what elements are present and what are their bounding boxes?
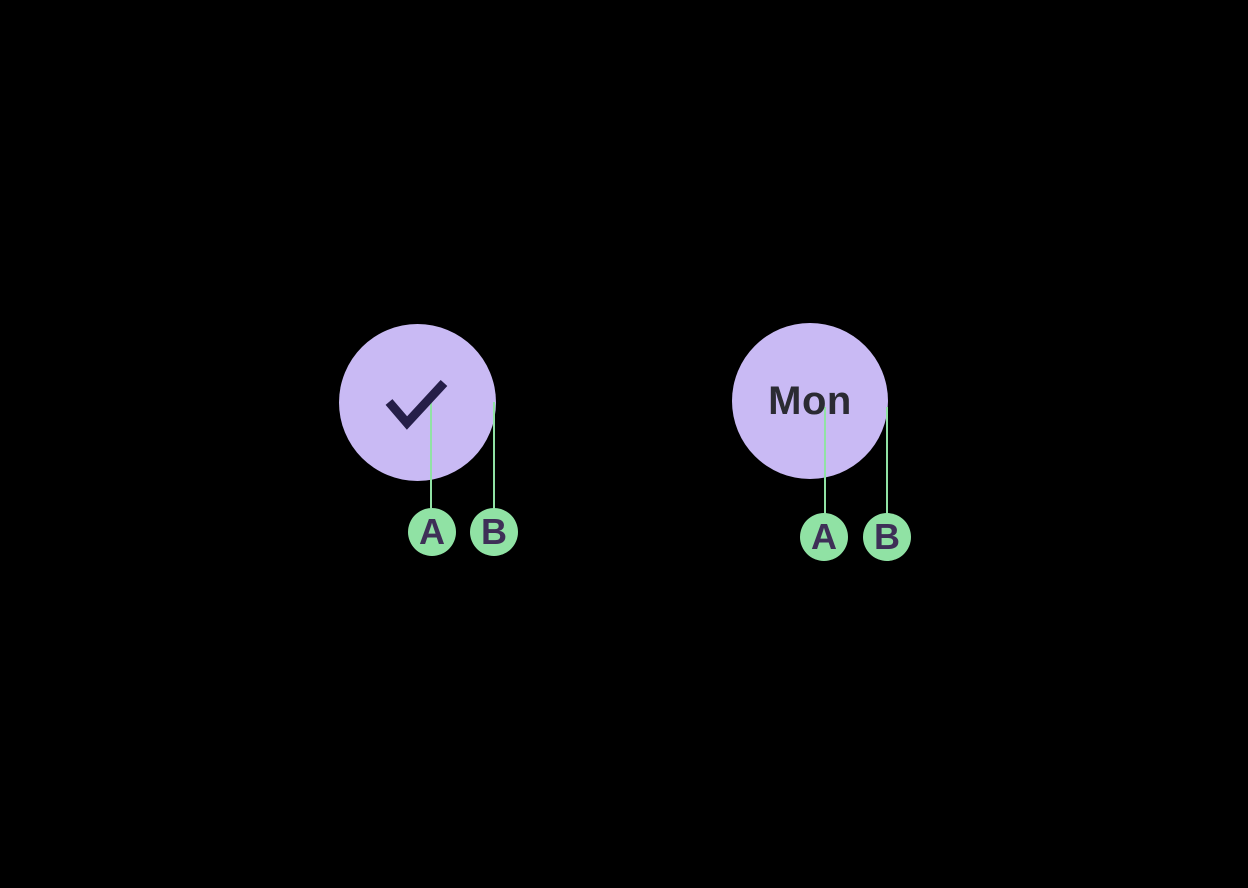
node-mon-label: Mon (768, 379, 852, 423)
node-mon[interactable]: Mon (732, 323, 888, 479)
connector-line-mon-b (886, 407, 888, 538)
port-b[interactable]: B (863, 513, 911, 561)
port-b-label: B (874, 516, 900, 557)
checkmark-icon (385, 379, 448, 430)
connector-line-check-b (493, 402, 495, 532)
port-a[interactable]: A (408, 508, 456, 556)
node-check[interactable] (339, 324, 496, 481)
connector-line-mon-a (824, 407, 826, 538)
port-b-label: B (481, 511, 507, 552)
port-b[interactable]: B (470, 508, 518, 556)
port-a[interactable]: A (800, 513, 848, 561)
connector-line-check-a (430, 403, 432, 532)
port-a-label: A (419, 511, 445, 552)
port-a-label: A (811, 516, 837, 557)
